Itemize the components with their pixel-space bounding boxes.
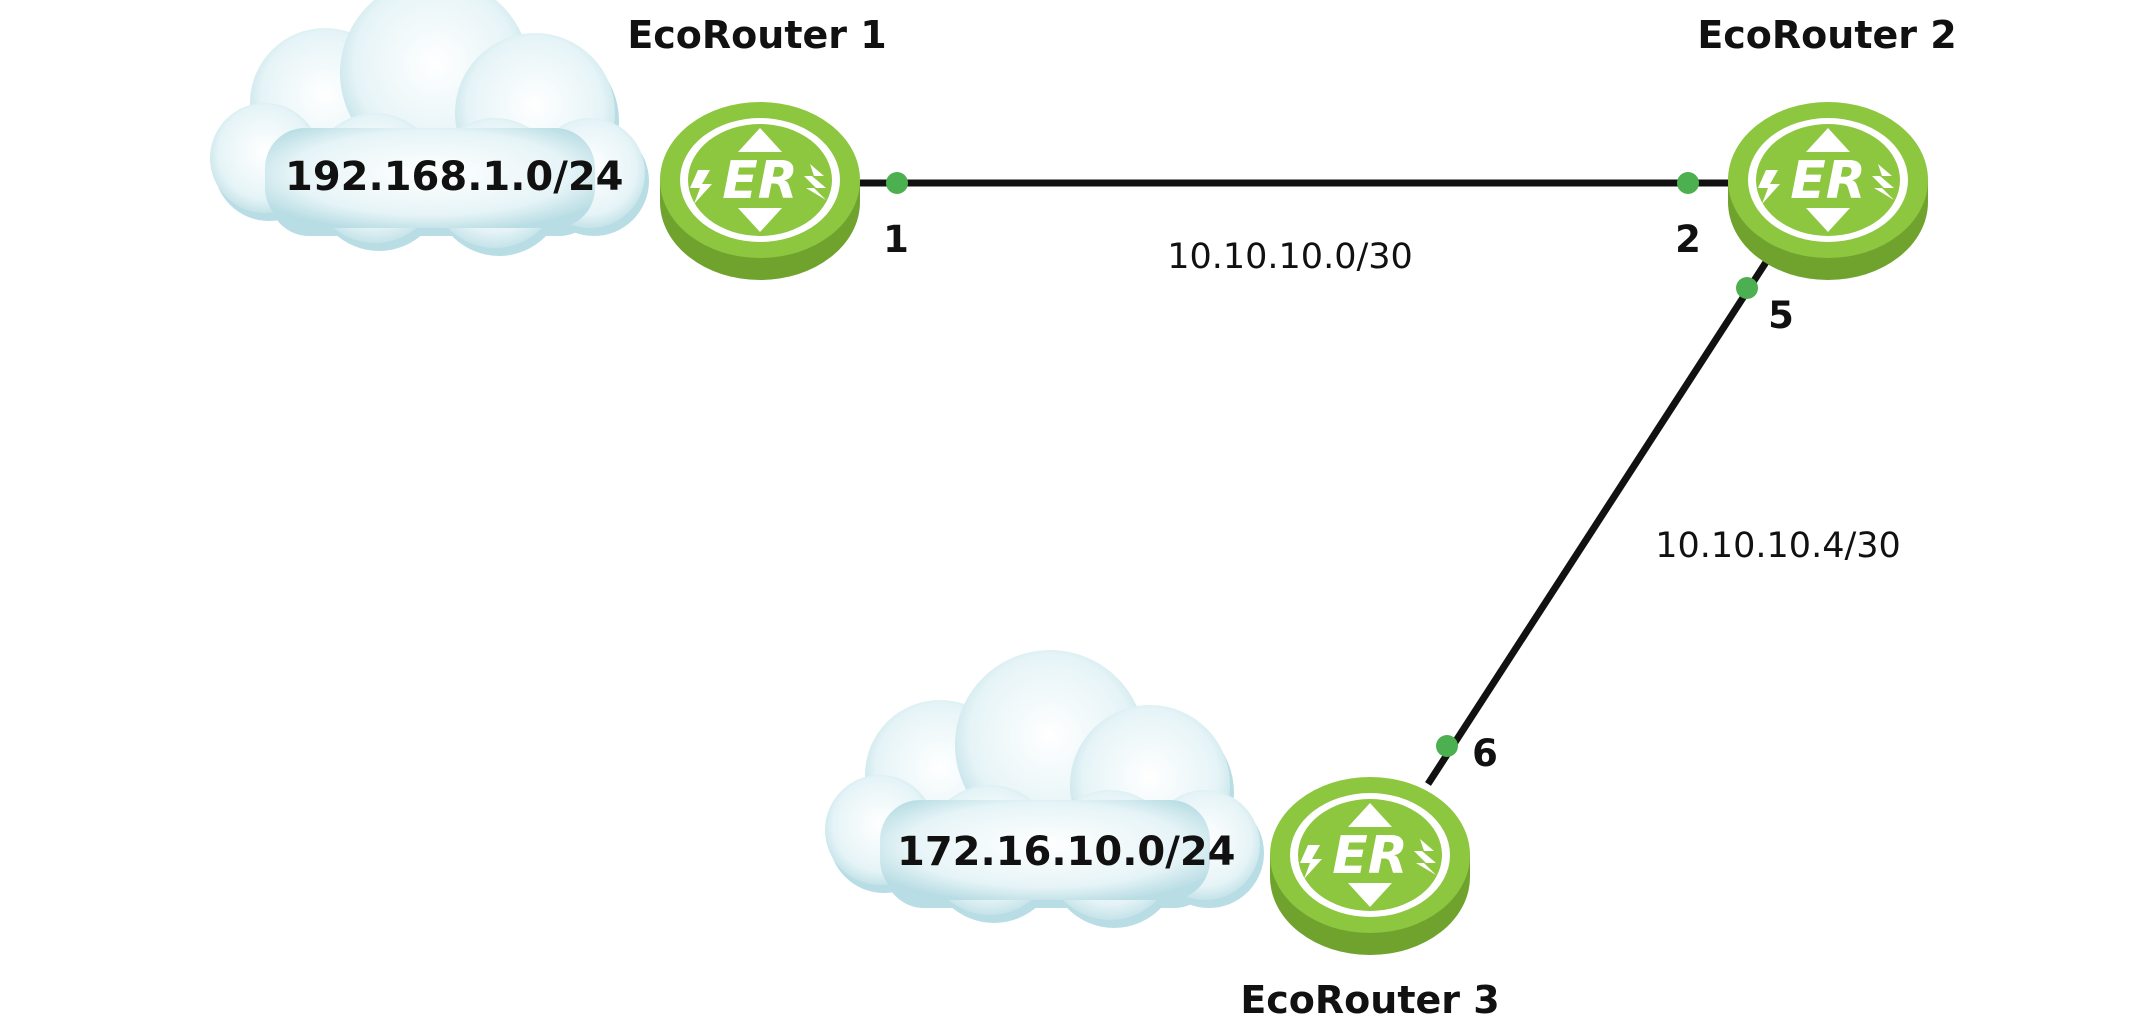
link-2-3 bbox=[1425, 254, 1773, 786]
router-2-badge-text: ER bbox=[1790, 151, 1866, 211]
router-1-icon: ER bbox=[660, 102, 860, 280]
port-dot-1 bbox=[886, 172, 908, 194]
port-dot-6 bbox=[1436, 735, 1458, 757]
router-2-icon: ER bbox=[1728, 102, 1928, 280]
port-number-6: 6 bbox=[1472, 732, 1498, 775]
port-number-1: 1 bbox=[883, 218, 909, 261]
link-1-2-network-label: 10.10.10.0/30 bbox=[1167, 237, 1413, 277]
cloud-1-subnet-label: 192.168.1.0/24 bbox=[285, 154, 624, 200]
network-cloud-1 bbox=[210, 0, 649, 256]
link-2-3-network-label: 10.10.10.4/30 bbox=[1655, 526, 1901, 566]
port-number-5: 5 bbox=[1768, 294, 1794, 337]
network-cloud-3 bbox=[825, 650, 1264, 928]
router-1-badge-text: ER bbox=[722, 151, 798, 211]
router-1-title: EcoRouter 1 bbox=[627, 13, 886, 57]
cloud-3-subnet-label: 172.16.10.0/24 bbox=[897, 829, 1236, 875]
port-dot-5 bbox=[1736, 277, 1758, 299]
router-3-icon: ER bbox=[1270, 777, 1470, 955]
port-dot-2 bbox=[1677, 172, 1699, 194]
router-3-title: EcoRouter 3 bbox=[1240, 978, 1499, 1022]
router-2-title: EcoRouter 2 bbox=[1697, 13, 1956, 57]
port-number-2: 2 bbox=[1675, 218, 1701, 261]
router-3-badge-text: ER bbox=[1332, 826, 1408, 886]
